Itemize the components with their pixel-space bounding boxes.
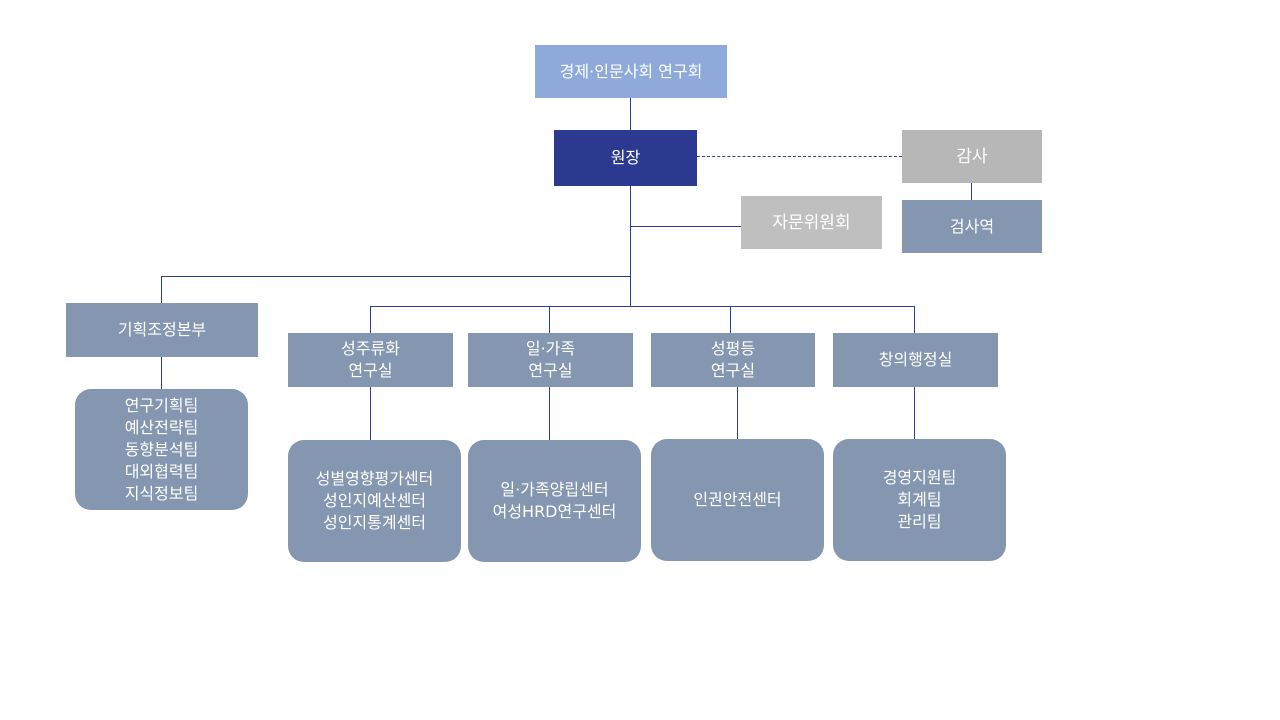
connector-labs-horizontal bbox=[370, 306, 915, 307]
teams-creative-admin: 경영지원팀 회계팀 관리팀 bbox=[833, 439, 1006, 561]
advisory-committee-node: 자문위원회 bbox=[741, 196, 882, 249]
auditor-node: 검사역 bbox=[902, 200, 1042, 253]
teams-gender-equality-lab: 인권안전센터 bbox=[651, 439, 824, 561]
audit-node: 감사 bbox=[902, 130, 1042, 183]
connector-planning-teams bbox=[161, 357, 162, 389]
connector-president-trunk bbox=[630, 186, 631, 307]
connector-lab1-teams bbox=[370, 387, 371, 440]
council-node: 경제·인문사회 연구회 bbox=[535, 45, 727, 98]
department-work-family-lab: 일·가족 연구실 bbox=[468, 333, 633, 387]
department-creative-admin: 창의행정실 bbox=[833, 333, 998, 387]
connector-lab3-vertical bbox=[730, 306, 731, 333]
connector-lab3-teams bbox=[737, 387, 738, 439]
department-planning: 기획조정본부 bbox=[66, 303, 258, 357]
connector-planning-horizontal bbox=[161, 276, 630, 277]
connector-lab2-vertical bbox=[549, 306, 550, 333]
connector-audit-auditor bbox=[971, 183, 972, 200]
connector-admin-vertical bbox=[914, 306, 915, 333]
connector-council-president bbox=[630, 97, 631, 131]
teams-work-family-lab: 일·가족양립센터 여성HRD연구센터 bbox=[468, 440, 641, 562]
connector-advisory bbox=[630, 226, 742, 227]
connector-planning-vertical bbox=[161, 276, 162, 303]
connector-president-audit bbox=[697, 156, 902, 157]
president-node: 원장 bbox=[554, 130, 697, 186]
teams-planning: 연구기획팀 예산전략팀 동향분석팀 대외협력팀 지식정보팀 bbox=[75, 389, 248, 510]
connector-lab2-teams bbox=[549, 387, 550, 440]
teams-gender-mainstreaming-lab: 성별영향평가센터 성인지예산센터 성인지통계센터 bbox=[288, 440, 461, 562]
connector-admin-teams bbox=[914, 387, 915, 439]
department-gender-mainstreaming-lab: 성주류화 연구실 bbox=[288, 333, 453, 387]
department-gender-equality-lab: 성평등 연구실 bbox=[651, 333, 815, 387]
connector-lab1-vertical bbox=[370, 306, 371, 333]
